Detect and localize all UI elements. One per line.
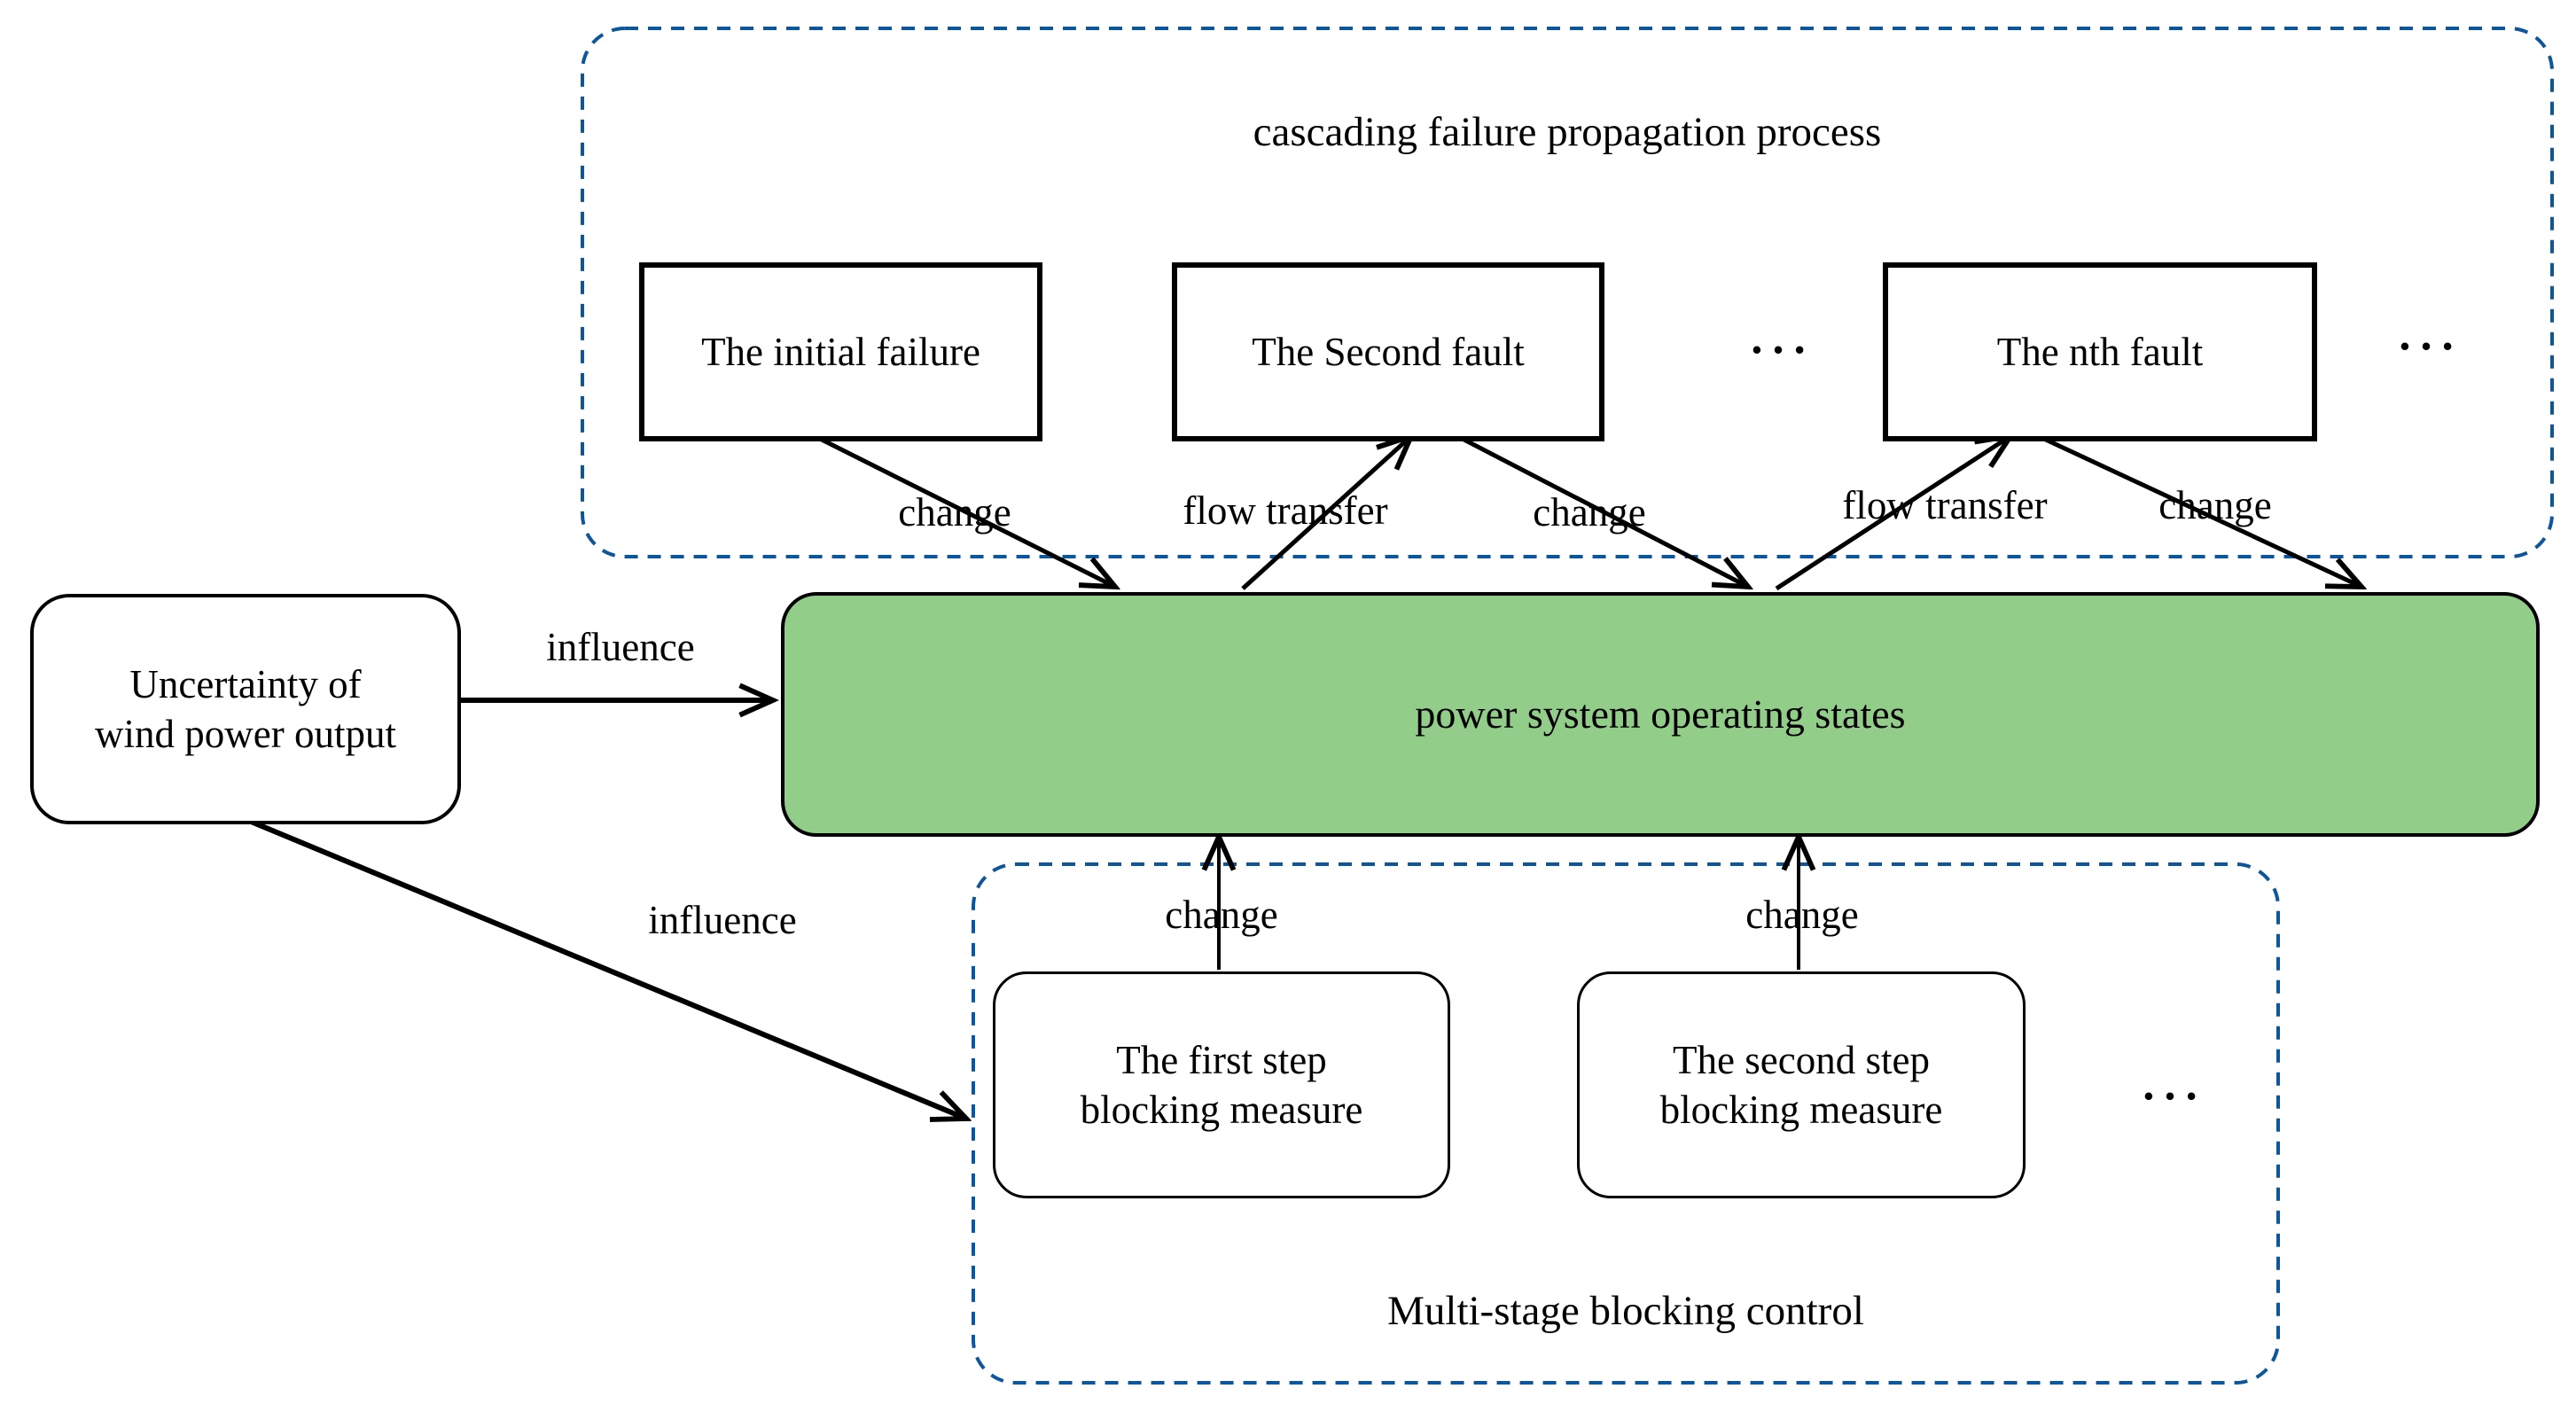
second-step-line2: blocking measure [1659, 1088, 1943, 1132]
label-change-second-step: change [1745, 893, 1859, 937]
nth-fault-label: The nth fault [1996, 329, 2204, 374]
arrow-change-nth [2033, 432, 2361, 587]
first-step-line2: blocking measure [1080, 1088, 1363, 1132]
arrow-flow-transfer-2 [1775, 436, 2010, 591]
wind-uncertainty-line1: Uncertainty of [129, 661, 362, 706]
wind-uncertainty-line2: wind power output [95, 712, 396, 756]
initial-failure-box: The initial failure [639, 262, 1042, 441]
cascading-group-title: cascading failure propagation process [1253, 109, 1882, 155]
label-change-second: change [1533, 490, 1646, 534]
first-step-line1: The first step [1116, 1037, 1327, 1082]
nth-fault-box: The nth fault [1883, 262, 2317, 441]
ellipsis-right-faults: … [2394, 293, 2467, 363]
ellipsis-between-faults: … [1746, 296, 1819, 367]
label-flow-transfer-2: flow transfer [1842, 483, 2048, 527]
second-step-measure-box: The second step blocking measure [1577, 971, 2026, 1198]
second-fault-box: The Second fault [1172, 262, 1604, 441]
ellipsis-blocking: … [2138, 1042, 2211, 1113]
arrow-influence-blocking [243, 816, 966, 1119]
arrow-flow-transfer-1 [1241, 436, 1411, 590]
blocking-group-title: Multi-stage blocking control [1387, 1288, 1864, 1334]
first-step-measure-box: The first step blocking measure [993, 971, 1450, 1198]
label-change-first-step: change [1165, 893, 1278, 937]
arrow-change-second [1452, 432, 1748, 587]
power-system-states-box: power system operating states [781, 592, 2540, 837]
label-influence-state: influence [546, 625, 695, 669]
wind-uncertainty-box: Uncertainty of wind power output [30, 594, 461, 824]
blocking-group-border [972, 862, 2280, 1385]
second-fault-label: The Second fault [1252, 329, 1525, 374]
label-change-initial: change [898, 490, 1011, 534]
arrow-change-initial [809, 432, 1115, 587]
label-influence-blocking: influence [648, 898, 797, 942]
label-flow-transfer-1: flow transfer [1183, 488, 1388, 533]
cascading-group-border [581, 27, 2554, 558]
power-system-states-label: power system operating states [1415, 691, 1906, 737]
label-change-nth: change [2158, 483, 2272, 527]
initial-failure-label: The initial failure [701, 329, 980, 374]
second-step-line1: The second step [1673, 1037, 1930, 1082]
